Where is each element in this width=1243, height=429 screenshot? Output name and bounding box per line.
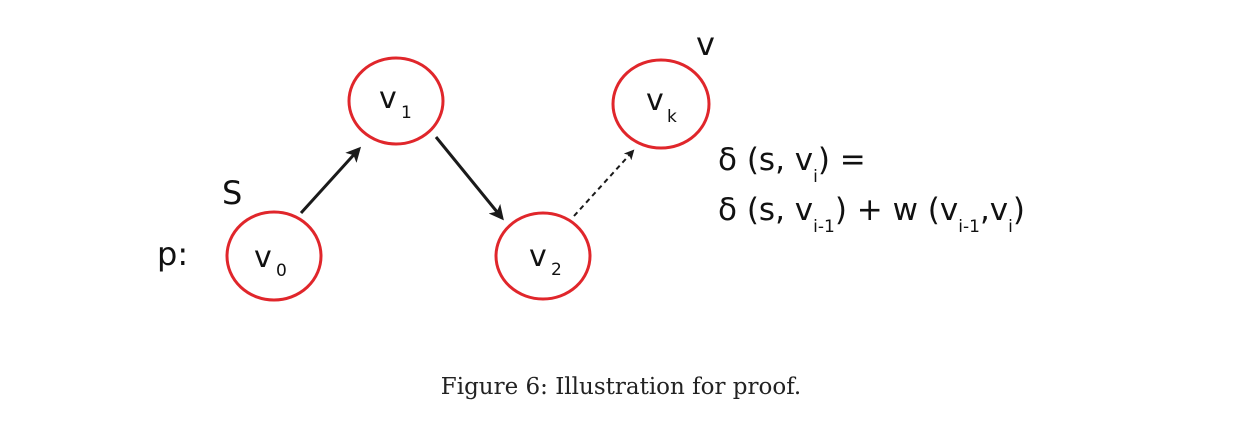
node-v0-subscript: 0 <box>276 261 287 281</box>
edge-v2-vk-dashed <box>573 149 635 217</box>
formula-line-2-mid: ) + w (v <box>835 192 958 228</box>
node-v0: v 0 <box>225 210 323 302</box>
formula-line-1-close: ) = <box>818 142 866 178</box>
node-v1-label: v <box>379 81 397 116</box>
start-label: S <box>222 174 242 212</box>
node-vk-label: v <box>646 83 664 118</box>
node-v2: v 2 <box>494 211 592 301</box>
formula-line-2-sub1: i-1 <box>813 217 835 237</box>
formula-line-1-sub: i <box>813 167 818 187</box>
end-label: v <box>696 25 715 63</box>
node-v2-label: v <box>529 239 547 274</box>
node-v2-subscript: 2 <box>551 260 562 280</box>
node-vk: v k <box>611 58 711 150</box>
edge-v0-v1 <box>299 146 362 215</box>
formula-line-2-delta: δ <box>718 192 737 228</box>
formula-line-2-sub2: i-1 <box>958 217 980 237</box>
figure-caption: Figure 6: Illustration for proof. <box>441 374 801 400</box>
formula-line-1-delta: δ <box>718 142 737 178</box>
formula-line-2-close: ) <box>1013 192 1025 228</box>
formula-line-2-comma: ,v <box>980 192 1008 228</box>
node-vk-subscript: k <box>667 107 677 127</box>
node-v0-label: v <box>254 240 272 275</box>
formula-line-2-open: (s, v <box>737 192 813 228</box>
formula-line-2-sub3: i <box>1008 217 1013 237</box>
node-v1-subscript: 1 <box>401 103 412 123</box>
formula-line-1: δ (s, vi) = <box>718 142 866 187</box>
formula-line-1-open: (s, v <box>737 142 813 178</box>
node-v1: v 1 <box>347 56 445 146</box>
formula-line-2: δ (s, vi-1) + w (vi-1,vi) <box>718 192 1025 237</box>
path-label: p: <box>157 235 188 273</box>
edge-v1-v2 <box>434 136 504 221</box>
